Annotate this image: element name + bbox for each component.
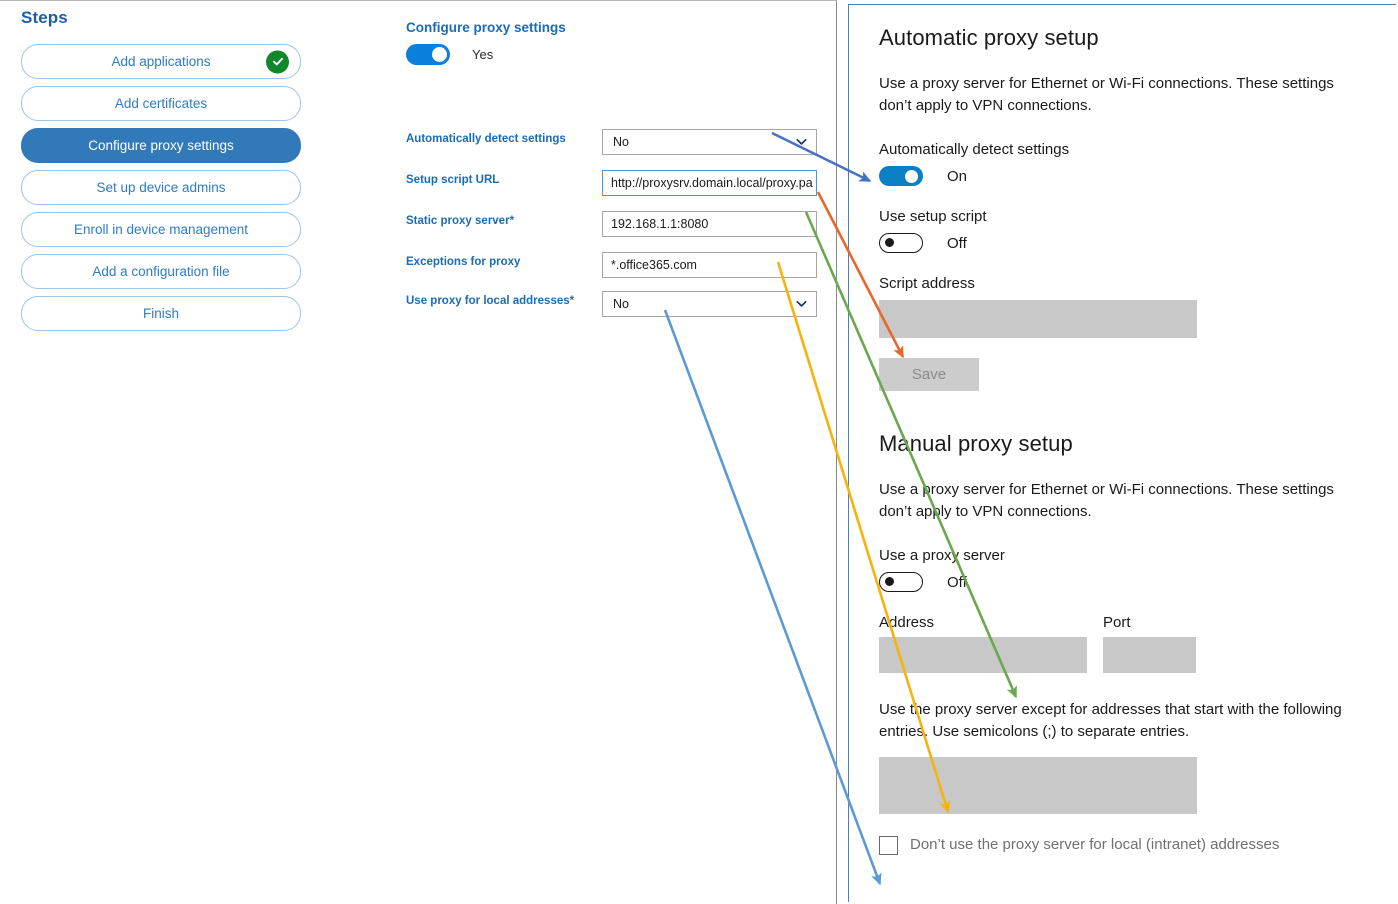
toggle-knob: [885, 577, 894, 586]
script-address-label: Script address: [879, 275, 975, 292]
configure-proxy-toggle-value: Yes: [472, 47, 494, 62]
windows-proxy-settings-pane: Automatic proxy setup Use a proxy server…: [848, 4, 1396, 902]
address-port-row: Address Port: [879, 614, 1366, 673]
exceptions-description: Use the proxy server except for addresse…: [879, 701, 1342, 740]
toggle-knob: [905, 169, 918, 183]
form-field-3: Exceptions for proxy *.office365.com: [406, 252, 826, 278]
address-input[interactable]: [879, 637, 1087, 673]
field-label: Exceptions for proxy: [406, 256, 520, 268]
automatic-proxy-setup-heading: Automatic proxy setup: [879, 25, 1099, 50]
step-button-6[interactable]: Finish: [21, 296, 301, 331]
steps-title: Steps: [21, 8, 68, 27]
step-button-1[interactable]: Add certificates: [21, 86, 301, 121]
bypass-local-row: Don’t use the proxy server for local (in…: [879, 836, 1366, 855]
script-address-input[interactable]: [879, 300, 1197, 338]
use-setup-script-label: Use setup script: [879, 208, 987, 225]
automatically-detect-settings-toggle[interactable]: [879, 166, 923, 186]
use-setup-script-toggle[interactable]: [879, 233, 923, 253]
configure-proxy-toggle[interactable]: [406, 44, 450, 65]
use-a-proxy-server-row: Off: [879, 572, 1366, 592]
address-column: Address: [879, 614, 1087, 673]
use-a-proxy-server-label: Use a proxy server: [879, 547, 1005, 564]
bypass-local-checkbox[interactable]: [879, 836, 898, 855]
step-label: Finish: [142, 306, 179, 321]
step-button-3[interactable]: Set up device admins: [21, 170, 301, 205]
required-asterisk: *: [569, 295, 575, 307]
field-value: *.office365.com: [611, 258, 697, 272]
automatically-detect-settings-label: Automatically detect settings: [879, 141, 1070, 158]
automatic-proxy-description: Use a proxy server for Ethernet or Wi-Fi…: [879, 75, 1334, 114]
automatically-detect-settings-state: On: [947, 167, 968, 185]
bypass-local-label: Don’t use the proxy server for local (in…: [910, 836, 1280, 853]
step-button-5[interactable]: Add a configuration file: [21, 254, 301, 289]
configure-proxy-toggle-row: Yes: [406, 44, 493, 65]
step-label: Enroll in device management: [73, 222, 249, 237]
form-field-0: Automatically detect settings No: [406, 129, 826, 155]
use-setup-script-row: Off: [879, 233, 1366, 253]
field-label: Automatically detect settings: [406, 133, 566, 145]
field-value: 192.168.1.1:8080: [611, 217, 709, 231]
field-select[interactable]: No: [602, 129, 817, 155]
port-column: Port: [1103, 614, 1196, 673]
field-input[interactable]: http://proxysrv.domain.local/proxy.pa: [602, 170, 817, 196]
field-value: No: [613, 135, 629, 149]
save-button[interactable]: Save: [879, 358, 979, 391]
step-button-0[interactable]: Add applications: [21, 44, 301, 79]
chevron-down-icon[interactable]: [796, 137, 807, 148]
step-label: Add a configuration file: [92, 264, 230, 279]
step-label: Set up device admins: [96, 180, 226, 195]
check-circle-icon: [266, 50, 289, 73]
chevron-down-icon[interactable]: [796, 299, 807, 310]
port-label: Port: [1103, 614, 1131, 631]
form-field-4: Use proxy for local addresses* No: [406, 291, 826, 317]
use-setup-script-state: Off: [947, 234, 967, 252]
field-label: Use proxy for local addresses*: [406, 295, 574, 307]
step-label: Add applications: [111, 54, 211, 69]
use-a-proxy-server-state: Off: [947, 573, 967, 591]
use-a-proxy-server-toggle[interactable]: [879, 572, 923, 592]
field-value: No: [613, 297, 629, 311]
toggle-knob: [885, 238, 894, 247]
field-label-text: Use proxy for local addresses: [406, 295, 570, 307]
step-button-2[interactable]: Configure proxy settings: [21, 128, 301, 163]
field-label: Static proxy server*: [406, 215, 514, 227]
manual-proxy-setup-heading: Manual proxy setup: [879, 431, 1073, 456]
field-label: Setup script URL: [406, 174, 499, 186]
step-label: Add certificates: [114, 96, 208, 111]
required-asterisk: *: [509, 215, 515, 227]
field-value: http://proxysrv.domain.local/proxy.pa: [611, 176, 813, 190]
step-label: Configure proxy settings: [88, 138, 234, 153]
form-field-1: Setup script URL http://proxysrv.domain.l…: [406, 170, 826, 196]
step-button-4[interactable]: Enroll in device management: [21, 212, 301, 247]
toggle-knob: [432, 47, 447, 62]
manual-proxy-description: Use a proxy server for Ethernet or Wi-Fi…: [879, 481, 1334, 520]
field-input[interactable]: 192.168.1.1:8080: [602, 211, 817, 237]
address-label: Address: [879, 614, 935, 631]
form-field-2: Static proxy server* 192.168.1.1:8080: [406, 211, 826, 237]
field-label-text: Static proxy server: [406, 215, 510, 227]
field-input[interactable]: *.office365.com: [602, 252, 817, 278]
field-label-text: Exceptions for proxy: [406, 256, 521, 268]
field-label-text: Automatically detect settings: [406, 133, 566, 145]
exceptions-input[interactable]: [879, 757, 1197, 814]
port-input[interactable]: [1103, 637, 1196, 673]
field-label-text: Setup script URL: [406, 174, 500, 186]
field-select[interactable]: No: [602, 291, 817, 317]
form-section-title: Configure proxy settings: [406, 20, 566, 35]
automatically-detect-settings-row: On: [879, 166, 1366, 186]
